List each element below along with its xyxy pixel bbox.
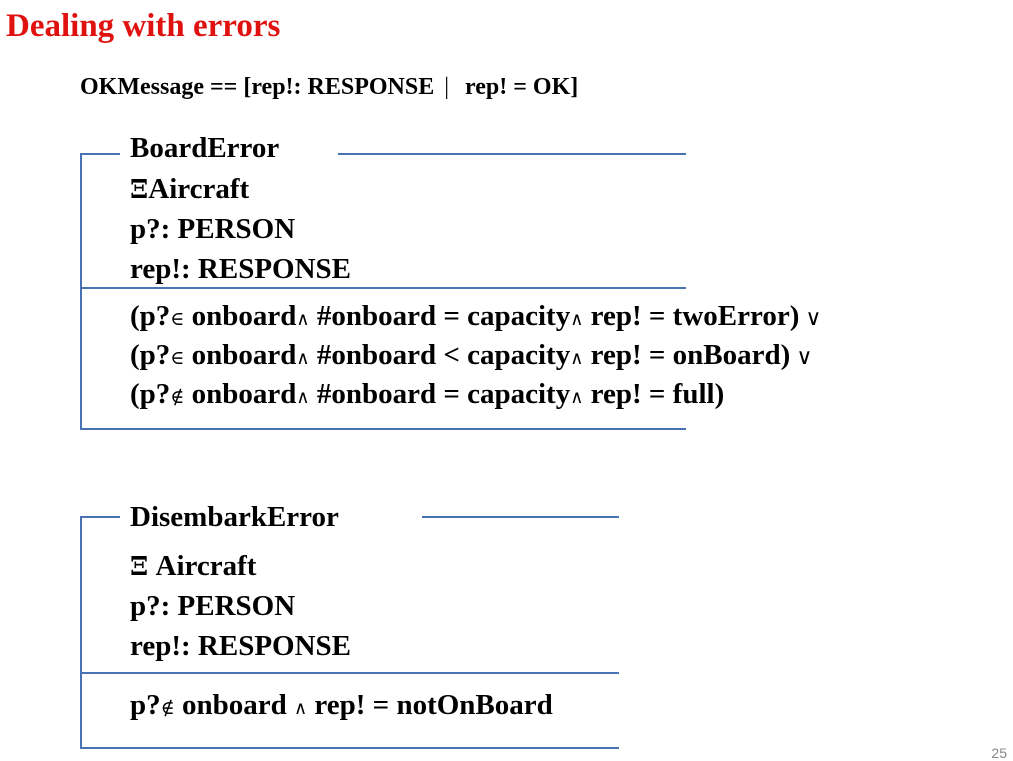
predicate-open: p? [130, 689, 161, 721]
slide-title: Dealing with errors [6, 8, 281, 44]
board-error-left-rule [80, 153, 82, 430]
not-member-of-symbol: ∉ [160, 697, 175, 719]
predicate-count-condition: #onboard = capacity [309, 300, 571, 332]
disembark-error-middle-rule [80, 672, 619, 674]
logical-and-symbol: ∧ [296, 387, 310, 408]
page-number: 25 [991, 745, 1007, 761]
logical-and-symbol: ∧ [570, 309, 584, 330]
board-error-name: BoardError [130, 132, 280, 164]
disembark-error-left-rule [80, 516, 82, 749]
logical-and-symbol: ∧ [293, 698, 308, 719]
board-error-predicate-3: (p?∉ onboard∧ #onboard = capacity∧ rep! … [130, 380, 724, 409]
logical-and-symbol: ∧ [296, 309, 310, 330]
disembark-error-response-declaration: rep!: RESPONSE [130, 630, 352, 662]
disembark-error-xi-declaration: Ξ Aircraft [130, 552, 256, 581]
ok-message-rhs: rep! = OK] [465, 74, 579, 100]
predicate-response: rep! = onBoard) [583, 339, 791, 371]
board-error-bottom-rule [80, 428, 686, 430]
logical-and-symbol: ∧ [570, 348, 584, 369]
board-error-middle-rule [80, 287, 686, 289]
predicate-set: onboard [184, 300, 297, 332]
board-error-top-rule-left [80, 153, 120, 155]
board-error-response-declaration: rep!: RESPONSE [130, 253, 352, 285]
predicate-set: onboard [184, 339, 297, 371]
board-error-top-rule-right [338, 153, 686, 155]
predicate-response: rep! = full) [583, 378, 725, 410]
predicate-count-condition: #onboard = capacity [309, 378, 571, 410]
predicate-count-condition: #onboard < capacity [309, 339, 571, 371]
predicate-open: (p? [130, 339, 171, 371]
predicate-response: rep! = notOnBoard [307, 689, 553, 721]
logical-or-symbol: ∨ [796, 345, 813, 370]
predicate-open: (p? [130, 378, 171, 410]
ok-message-bar: | [444, 74, 450, 100]
member-of-symbol: ∈ [170, 347, 185, 369]
xi-symbol: Ξ [130, 552, 149, 582]
predicate-set: onboard [174, 689, 294, 721]
xi-symbol: Ξ [130, 175, 149, 205]
ok-message-definition: OKMessage == [rep!: RESPONSE | rep! = OK] [80, 74, 578, 101]
board-error-predicate-1: (p?∈ onboard∧ #onboard = capacity∧ rep! … [130, 302, 821, 331]
predicate-open: (p? [130, 300, 171, 332]
predicate-response: rep! = twoError) [583, 300, 800, 332]
not-member-of-symbol: ∉ [170, 386, 185, 408]
xi-target: Aircraft [148, 550, 257, 582]
predicate-set: onboard [184, 378, 297, 410]
ok-message-lhs: OKMessage == [rep!: RESPONSE [80, 74, 435, 100]
board-error-xi-declaration: ΞAircraft [130, 175, 249, 204]
disembark-error-person-declaration: p?: PERSON [130, 590, 296, 622]
board-error-person-declaration: p?: PERSON [130, 213, 296, 245]
member-of-symbol: ∈ [170, 308, 185, 330]
xi-target: Aircraft [148, 173, 250, 205]
disembark-error-top-rule-right [422, 516, 619, 518]
disembark-error-name: DisembarkError [130, 501, 339, 533]
disembark-error-predicate: p?∉ onboard ∧ rep! = notOnBoard [130, 691, 553, 720]
logical-or-symbol: ∨ [805, 306, 822, 331]
disembark-error-bottom-rule [80, 747, 619, 749]
board-error-predicate-2: (p?∈ onboard∧ #onboard < capacity∧ rep! … [130, 341, 812, 370]
logical-and-symbol: ∧ [570, 387, 584, 408]
disembark-error-top-rule-left [80, 516, 120, 518]
logical-and-symbol: ∧ [296, 348, 310, 369]
